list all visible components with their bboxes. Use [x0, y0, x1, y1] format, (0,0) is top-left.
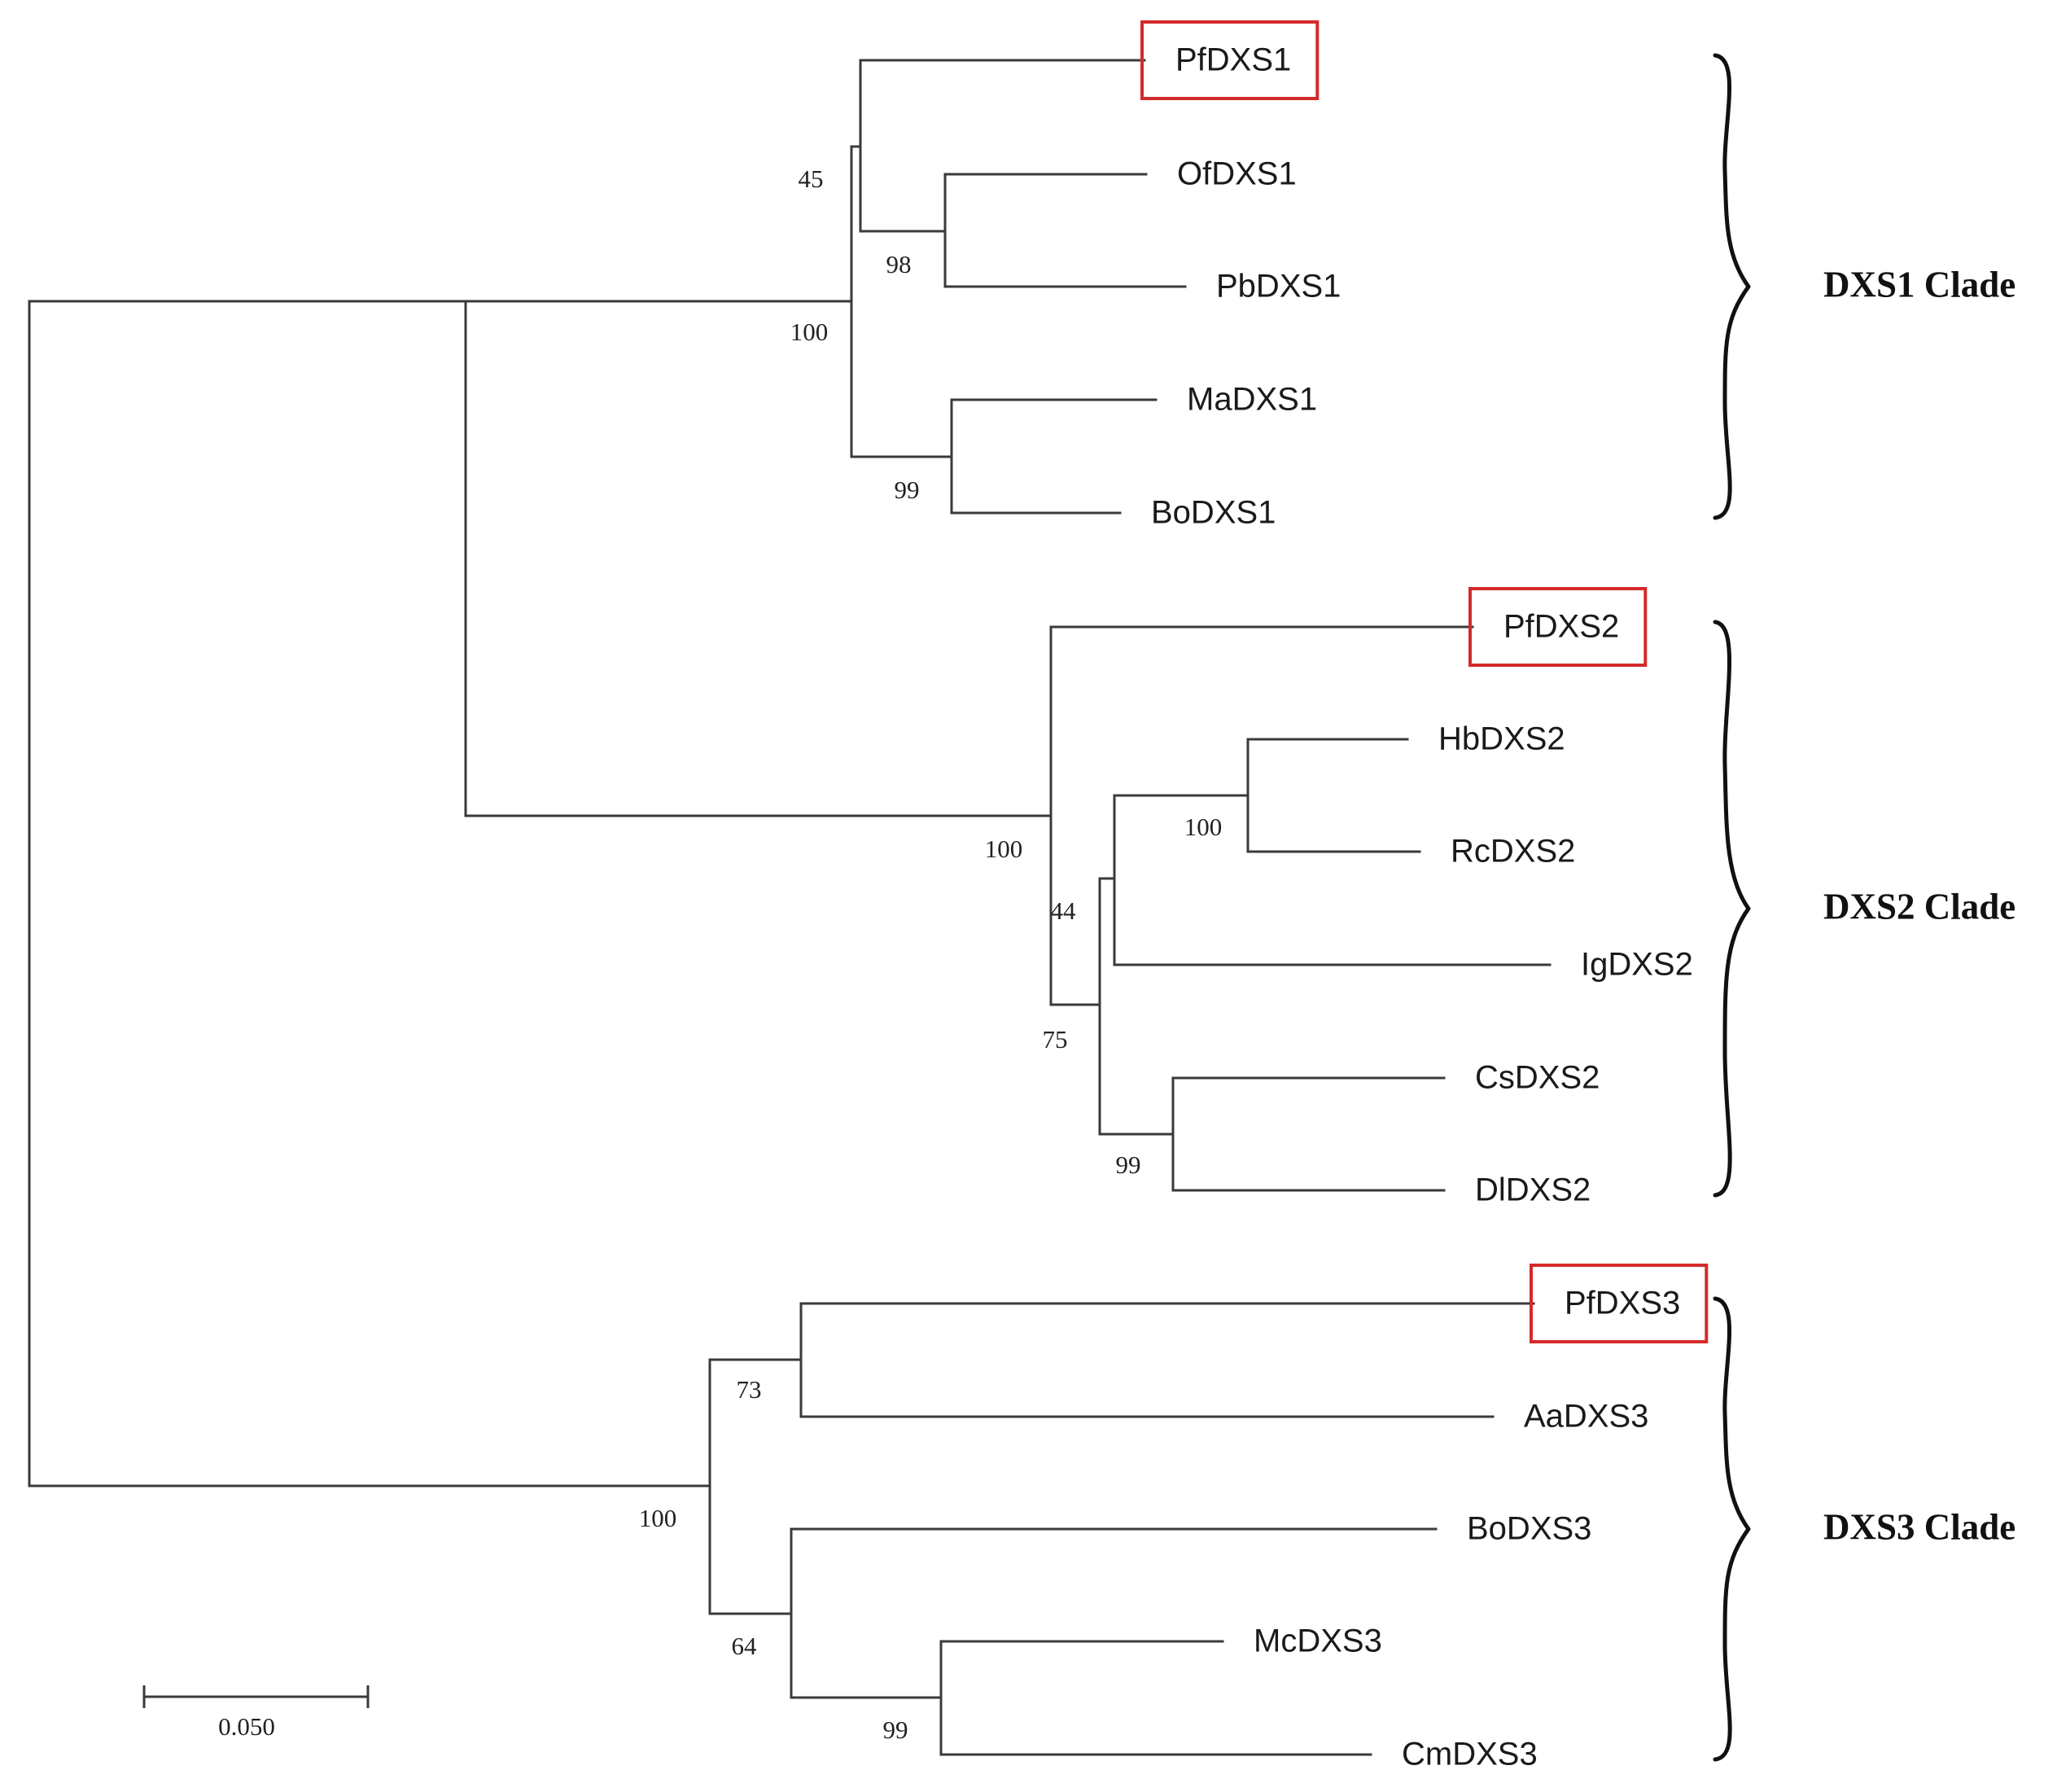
leaf-label-rcdxs2: RcDXS2	[1451, 834, 1575, 870]
bootstrap-value: 75	[1043, 1025, 1068, 1054]
leaf-label-bodxs3: BoDXS3	[1467, 1511, 1591, 1547]
highlight-boxes	[1140, 20, 1709, 1343]
bootstrap-value: 100	[985, 835, 1023, 863]
bootstrap-value: 100	[639, 1504, 677, 1532]
bootstrap-value: 44	[1051, 896, 1077, 925]
leaf-label-aadxs3: AaDXS3	[1524, 1399, 1648, 1435]
bootstrap-value: 45	[799, 164, 824, 193]
tree-branches	[28, 59, 1552, 1756]
clade-brace-dxs3	[1713, 1296, 1751, 1762]
bootstrap-value: 100	[1184, 813, 1223, 841]
leaf-label-csdxs2: CsDXS2	[1475, 1060, 1600, 1096]
leaf-labels: PfDXS1OfDXS1PbDXS1MaDXS1BoDXS1PfDXS2HbDX…	[1151, 42, 1693, 1772]
leaf-label-igdxs2: IgDXS2	[1581, 947, 1693, 983]
leaf-label-dldxs2: DlDXS2	[1475, 1172, 1591, 1208]
highlight-box-pfdxs1	[1140, 20, 1320, 100]
leaf-label-pfdxs3: PfDXS3	[1565, 1286, 1680, 1321]
highlight-box-pfdxs3	[1530, 1264, 1709, 1343]
leaf-label-pbdxs1: PbDXS1	[1216, 269, 1341, 305]
leaf-label-cmdxs3: CmDXS3	[1402, 1737, 1538, 1772]
leaf-label-ofdxs1: OfDXS1	[1177, 156, 1297, 192]
scale-bar-label: 0.050	[218, 1712, 275, 1741]
clade-label-dxs2: DXS2 Clade	[1823, 886, 2015, 927]
bootstrap-value: 73	[737, 1375, 762, 1404]
bootstrap-value: 100	[790, 318, 829, 346]
bootstrap-value: 99	[883, 1715, 908, 1744]
bootstrap-value: 99	[895, 475, 920, 504]
leaf-label-mcdxs3: McDXS3	[1254, 1623, 1382, 1659]
highlight-box-pfdxs2	[1468, 587, 1648, 667]
leaf-label-pfdxs1: PfDXS1	[1175, 42, 1291, 78]
bootstrap-values: 98 45 99 100 100 44 99 75 100 73 99 64 100	[639, 164, 1223, 1744]
clade-brace-dxs1	[1713, 53, 1751, 520]
leaf-label-bodxs1: BoDXS1	[1151, 495, 1276, 531]
bootstrap-value: 99	[1116, 1150, 1141, 1179]
clade-label-dxs1: DXS1 Clade	[1823, 264, 2015, 305]
bootstrap-value: 98	[886, 250, 912, 278]
clade-brace-dxs2	[1713, 620, 1751, 1198]
leaf-label-hbdxs2: HbDXS2	[1438, 721, 1565, 757]
clade-label-dxs3: DXS3 Clade	[1823, 1506, 2015, 1547]
bootstrap-value: 64	[732, 1632, 758, 1660]
scale-bar-group: 0.050	[142, 1685, 370, 1741]
leaf-label-pfdxs2: PfDXS2	[1503, 609, 1619, 645]
leaf-label-madxs1: MaDXS1	[1187, 382, 1317, 418]
